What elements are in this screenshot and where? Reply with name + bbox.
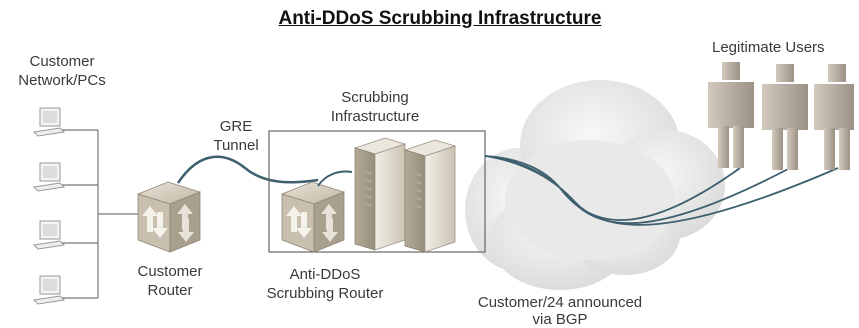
pc-1 [32,107,66,137]
customer-router [136,181,202,253]
pc-3 [32,220,66,250]
diagram-title: Anti-DDoS Scrubbing Infrastructure [278,8,602,29]
gre-tunnel-label: GRE Tunnel [213,118,259,154]
server-2 [403,139,457,253]
scrubbing-infrastructure-label: Scrubbing Infrastructure [330,89,420,125]
router-server-link [317,170,353,187]
scrubbing-router [280,181,346,253]
internet-cloud [465,80,725,290]
pc-4 [32,275,66,305]
user-cables [484,155,839,226]
pc-2 [32,162,66,192]
gre-tunnel-cable [176,155,319,184]
pc-bus-lines [62,129,138,299]
user-group [708,62,854,170]
legitimate-users-label: Legitimate Users [712,39,825,56]
scrubbing-router-label: Anti-DDoS Scrubbing Router [266,266,384,302]
customer-router-label: Customer Router [137,263,203,299]
bgp-announcement-label: Customer/24 announced via BGP [477,294,643,328]
scrubbing-infrastructure-box [268,130,486,253]
customer-network-label: Customer Network/PCs [18,53,106,89]
server-1 [353,137,407,251]
